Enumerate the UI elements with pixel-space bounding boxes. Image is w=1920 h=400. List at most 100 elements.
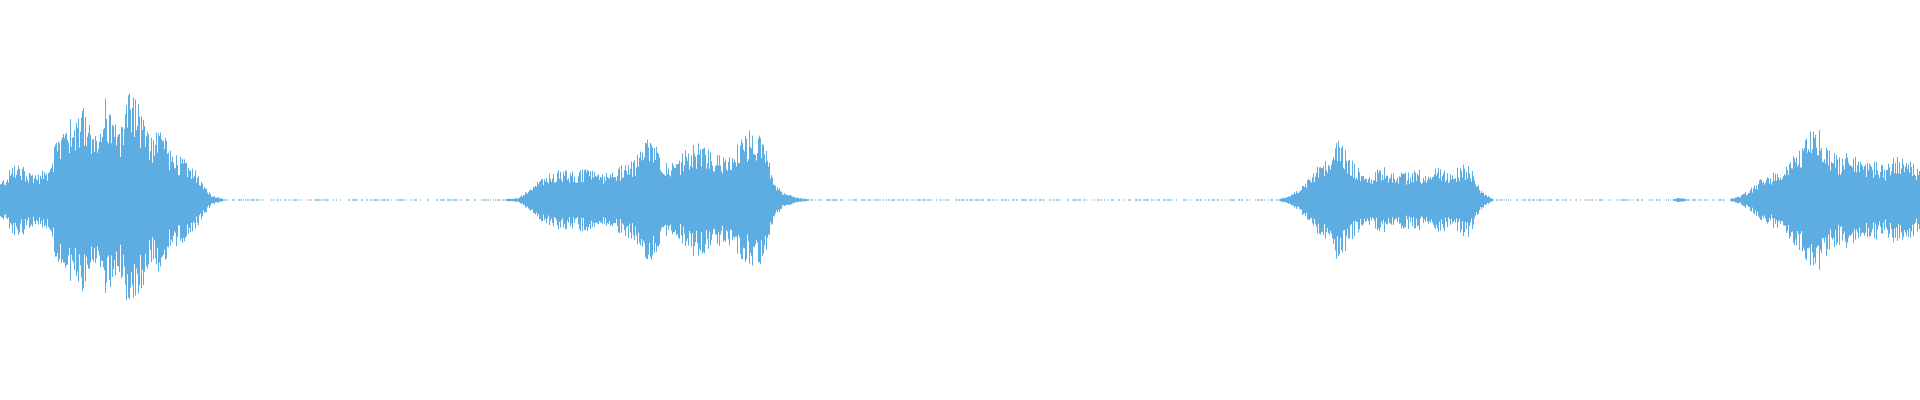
waveform-sample <box>466 199 467 201</box>
waveform-sample <box>560 171 561 228</box>
waveform-sample <box>524 195 525 205</box>
waveform-sample <box>1510 199 1511 201</box>
waveform-sample <box>770 178 771 222</box>
waveform-sample <box>1731 198 1732 202</box>
waveform-sample <box>1341 148 1342 250</box>
waveform-sample <box>1436 175 1437 225</box>
waveform-sample <box>1821 148 1822 253</box>
waveform-sample <box>1707 199 1708 201</box>
waveform-sample <box>68 142 69 256</box>
waveform-sample <box>532 190 533 210</box>
waveform-sample <box>722 173 723 226</box>
waveform-sample <box>1486 195 1487 205</box>
waveform-sample <box>821 199 822 201</box>
waveform-sample <box>1848 162 1849 238</box>
waveform-sample <box>570 173 571 227</box>
waveform-sample <box>876 199 877 201</box>
waveform-sample <box>869 199 870 201</box>
waveform-sample <box>942 199 943 201</box>
waveform-sample <box>147 131 148 269</box>
waveform-sample <box>1412 173 1413 227</box>
waveform-sample <box>1558 199 1559 201</box>
waveform-sample <box>1198 199 1199 201</box>
waveform-sample <box>1451 179 1452 219</box>
waveform-sample <box>795 197 796 203</box>
waveform-sample <box>1167 199 1168 201</box>
waveform-sample <box>1566 199 1567 201</box>
waveform-sample <box>7 179 8 220</box>
waveform-sample <box>1873 177 1874 223</box>
waveform-sample <box>877 199 878 201</box>
waveform-sample <box>611 176 612 225</box>
waveform-sample <box>1309 179 1310 221</box>
waveform-sample <box>567 179 568 221</box>
waveform-sample <box>1689 199 1690 201</box>
waveform-sample <box>650 142 651 258</box>
waveform-sample <box>138 104 139 294</box>
waveform-sample <box>1258 199 1259 201</box>
waveform-sample <box>1865 164 1866 233</box>
waveform-sample <box>1859 171 1860 228</box>
waveform-sample <box>1800 167 1801 234</box>
waveform-sample <box>102 136 103 261</box>
waveform-sample <box>1247 199 1248 201</box>
waveform-sample <box>227 199 228 201</box>
waveform-sample <box>483 199 484 201</box>
waveform-sample <box>744 151 745 249</box>
waveform-sample <box>333 199 334 201</box>
waveform-sample <box>835 199 836 201</box>
waveform-sample <box>362 199 363 201</box>
waveform-sample <box>1246 199 1247 201</box>
waveform-sample <box>1685 199 1686 201</box>
waveform-sample <box>1608 199 1609 201</box>
waveform-sample <box>1455 178 1456 223</box>
waveform-sample <box>57 151 58 254</box>
waveform-sample <box>579 172 580 229</box>
waveform-sample <box>142 130 143 270</box>
waveform-sample <box>1465 179 1466 223</box>
waveform-sample <box>706 168 707 231</box>
waveform-sample <box>827 199 828 201</box>
waveform-sample <box>1762 183 1763 216</box>
waveform-sample <box>1481 190 1482 210</box>
waveform-sample <box>1403 173 1404 229</box>
waveform-sample <box>53 171 54 228</box>
waveform-sample <box>274 199 275 201</box>
waveform-sample <box>799 198 800 202</box>
waveform-sample <box>945 199 946 201</box>
waveform-sample <box>1336 142 1337 259</box>
waveform-sample <box>1623 199 1624 201</box>
waveform-sample <box>1657 199 1658 201</box>
waveform-sample <box>293 199 294 201</box>
waveform-sample <box>647 139 648 260</box>
waveform-sample <box>955 199 956 201</box>
waveform-sample <box>406 199 407 201</box>
waveform-sample <box>112 124 113 278</box>
waveform-sample <box>1754 185 1755 215</box>
waveform-sample <box>62 137 63 260</box>
waveform-sample <box>1423 177 1424 224</box>
waveform-sample <box>1091 199 1092 201</box>
waveform-sample <box>1580 199 1581 201</box>
waveform-sample <box>1539 199 1540 201</box>
waveform-sample <box>1782 178 1783 222</box>
waveform-sample <box>1530 199 1531 201</box>
waveform-sample <box>779 188 780 212</box>
waveform-sample <box>1014 199 1015 201</box>
waveform-sample <box>1342 145 1343 253</box>
waveform-sample <box>1385 178 1386 223</box>
waveform-sample <box>83 107 84 289</box>
waveform-sample <box>1832 163 1833 240</box>
waveform-sample <box>1214 199 1215 201</box>
waveform-sample <box>1143 199 1144 201</box>
waveform-sample <box>42 170 43 228</box>
waveform-sample <box>50 169 51 230</box>
waveform-sample <box>554 182 555 218</box>
waveform-sample <box>1414 170 1415 229</box>
waveform-sample <box>1 183 2 218</box>
waveform-sample <box>1521 199 1522 201</box>
waveform-sample <box>1366 179 1367 221</box>
waveform-sample <box>980 199 981 201</box>
waveform-sample <box>186 163 187 237</box>
